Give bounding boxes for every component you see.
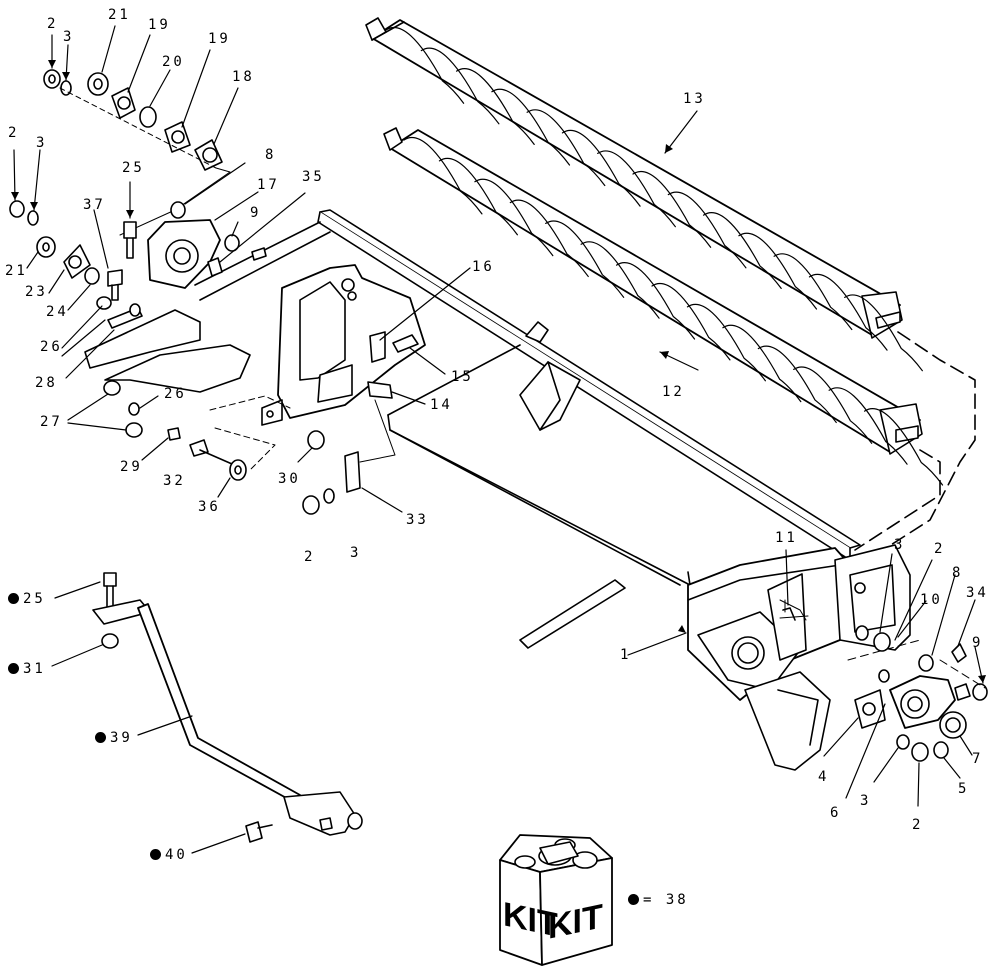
callout-6: 6 [830, 805, 842, 821]
roll-flute [702, 212, 782, 289]
callout-2: 2 [47, 16, 59, 32]
callout-2: 2 [934, 541, 946, 557]
left-hardware [9, 69, 396, 515]
roll-flute [615, 262, 696, 340]
callout-10: 10 [920, 592, 943, 608]
roll-lower [383, 127, 944, 486]
callout-4: 4 [818, 769, 830, 785]
roll-flute [667, 191, 747, 269]
roll-flute [509, 199, 589, 278]
callout-9: 9 [250, 205, 262, 221]
callout-2: 2 [8, 125, 20, 141]
roll-flute [474, 178, 554, 257]
roll-flute [385, 26, 465, 104]
roll-flute [561, 129, 641, 207]
callout-13: 13 [683, 91, 706, 107]
roll-flute [828, 387, 908, 465]
roll-flute [597, 150, 676, 228]
roll-flute [545, 220, 625, 298]
callout-5: 5 [958, 781, 970, 797]
callout-36: 36 [198, 499, 221, 515]
callout-34: 34 [966, 585, 989, 601]
callout-37: 37 [83, 197, 106, 213]
roll-flute [738, 232, 818, 310]
callout-11: 11 [775, 530, 798, 546]
callout-26: 26 [164, 386, 187, 402]
callout-40: 40 [150, 848, 188, 862]
callout-3: 3 [63, 29, 75, 45]
roll-flute [438, 157, 518, 236]
callout-2: 2 [304, 549, 316, 565]
roll-flute [420, 47, 500, 125]
roll-flute [863, 408, 944, 486]
roll-flute [632, 170, 712, 248]
callout-39: 39 [95, 731, 133, 745]
callout-7: 7 [972, 751, 984, 767]
callout-8: 8 [952, 565, 964, 581]
roll-upper [365, 17, 923, 372]
roll-flute [580, 241, 660, 319]
callout-18: 18 [232, 69, 255, 85]
callout-35: 35 [302, 169, 325, 185]
callout-3: 3 [894, 537, 906, 553]
arrowheads [11, 60, 986, 683]
callout-3: 3 [350, 545, 362, 561]
callout-20: 20 [162, 54, 185, 70]
roll-flute [403, 136, 483, 215]
callout-25: 25 [8, 592, 46, 606]
roll-flute [844, 294, 923, 372]
roll-flute [651, 282, 731, 361]
callout-17: 17 [257, 177, 280, 193]
main-frame [194, 209, 861, 649]
kit-box-icon [499, 834, 613, 966]
callout-2: 2 [912, 817, 924, 833]
roll-flute [686, 303, 766, 382]
callout-19: 19 [148, 17, 171, 33]
callout-28: 28 [35, 375, 58, 391]
callout-23: 23 [25, 284, 48, 300]
callout-29: 29 [120, 459, 143, 475]
callout-8: 8 [265, 147, 277, 163]
callout-14: 14 [430, 397, 453, 413]
callout-33: 33 [406, 512, 429, 528]
roll-flute [757, 345, 837, 424]
callout-9: 9 [972, 635, 984, 651]
callout-15: 15 [451, 369, 474, 385]
roll-flute [793, 366, 873, 444]
roll-flute [773, 253, 853, 331]
callout-1: 1 [620, 647, 632, 663]
callout-30: 30 [278, 471, 301, 487]
callout-3: 3 [860, 793, 872, 809]
callout-21: 21 [5, 263, 28, 279]
roll-flute [455, 68, 535, 145]
kit-legend: = 38 [628, 892, 689, 908]
roll-flute [722, 324, 802, 403]
callout-31: 31 [8, 662, 46, 676]
roll-flute [491, 88, 571, 166]
callout-19: 19 [208, 31, 231, 47]
side-plate [261, 264, 426, 426]
link-rod [92, 572, 363, 843]
callout-25: 25 [122, 160, 145, 176]
callout-27: 27 [40, 414, 63, 430]
callout-16: 16 [472, 259, 495, 275]
roll-flute [808, 273, 888, 351]
leader-lines [13, 25, 984, 854]
callout-3: 3 [36, 135, 48, 151]
callout-12: 12 [662, 384, 685, 400]
callout-26: 26 [40, 339, 63, 355]
right-end-assembly [687, 544, 988, 771]
callout-21: 21 [108, 7, 131, 23]
callout-32: 32 [163, 473, 186, 489]
roll-flute [526, 109, 606, 187]
callout-24: 24 [46, 304, 69, 320]
